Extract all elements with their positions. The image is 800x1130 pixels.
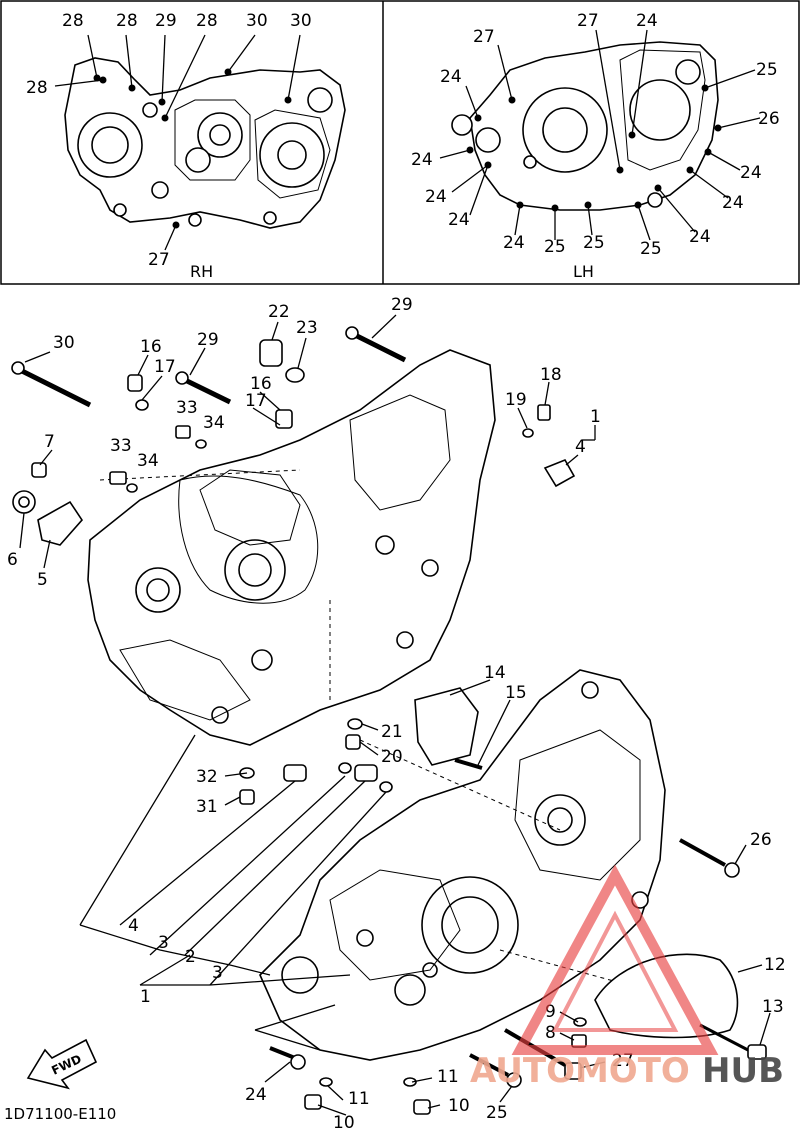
lh-callout: 24 bbox=[440, 67, 462, 87]
callout: 31 bbox=[196, 797, 218, 817]
callout: 13 bbox=[762, 997, 784, 1017]
callout: 29 bbox=[197, 330, 219, 350]
lh-callout: 24 bbox=[740, 163, 762, 183]
leader-lines bbox=[19, 314, 771, 1116]
rh-callout: 27 bbox=[148, 250, 170, 270]
callout: 4 bbox=[575, 437, 586, 457]
callout: 16 bbox=[140, 337, 162, 357]
rh-crankcase-drawing bbox=[54, 34, 346, 251]
callout: 10 bbox=[448, 1096, 470, 1116]
callout: 30 bbox=[53, 333, 75, 353]
callout: 32 bbox=[196, 767, 218, 787]
callout: 15 bbox=[505, 683, 527, 703]
lh-callout: 25 bbox=[756, 60, 778, 80]
lh-callout: 25 bbox=[640, 239, 662, 259]
callout: 3 bbox=[212, 963, 223, 983]
rh-callout: 29 bbox=[155, 11, 177, 31]
callout: 11 bbox=[348, 1089, 370, 1109]
callout: 10 bbox=[333, 1113, 355, 1130]
callout: 7 bbox=[44, 432, 55, 452]
lh-callout: 24 bbox=[689, 227, 711, 247]
callout: 1 bbox=[140, 987, 151, 1007]
watermark-text-hub: HUB bbox=[702, 1051, 784, 1091]
watermark-text-auto: AUTOMOTO bbox=[470, 1051, 690, 1091]
lh-callout: 26 bbox=[758, 109, 780, 129]
rh-callout: 30 bbox=[246, 11, 268, 31]
callout: 29 bbox=[391, 295, 413, 315]
lh-callout: 24 bbox=[503, 233, 525, 253]
callout: 17 bbox=[245, 391, 267, 411]
callout: 9 bbox=[545, 1002, 556, 1022]
lh-caption: LH bbox=[573, 262, 594, 281]
diagram-code: 1D71100-E110 bbox=[4, 1105, 116, 1123]
callout: 26 bbox=[750, 830, 772, 850]
rh-caption: RH bbox=[190, 262, 213, 281]
callout: 24 bbox=[245, 1085, 267, 1105]
fwd-arrow-icon: FWD bbox=[26, 1038, 98, 1090]
callout: 16 bbox=[250, 374, 272, 394]
callout: 34 bbox=[203, 413, 225, 433]
rh-callout: 28 bbox=[116, 11, 138, 31]
fasteners bbox=[11, 326, 767, 1115]
rh-callout: 28 bbox=[196, 11, 218, 31]
callout: 14 bbox=[484, 663, 506, 683]
watermark-logo: AUTOMOTO HUB bbox=[470, 864, 784, 1091]
callout: 33 bbox=[110, 436, 132, 456]
callout: 3 bbox=[158, 933, 169, 953]
lh-callout: 27 bbox=[473, 27, 495, 47]
callout: 11 bbox=[437, 1067, 459, 1087]
callout: 19 bbox=[505, 390, 527, 410]
lh-callout: 24 bbox=[425, 187, 447, 207]
lh-callout: 25 bbox=[544, 237, 566, 257]
rh-callout: 28 bbox=[26, 78, 48, 98]
right-crankcase-half bbox=[87, 349, 496, 746]
lh-callout: 27 bbox=[577, 11, 599, 31]
lh-callout: 24 bbox=[636, 11, 658, 31]
callout: 6 bbox=[7, 550, 18, 570]
callout: 5 bbox=[37, 570, 48, 590]
lh-callout: 24 bbox=[411, 150, 433, 170]
lh-callout: 24 bbox=[448, 210, 470, 230]
callout: 22 bbox=[268, 302, 290, 322]
crankcase-cover-12 bbox=[594, 953, 739, 1039]
callout: 23 bbox=[296, 318, 318, 338]
callout: 25 bbox=[486, 1103, 508, 1123]
callout: 33 bbox=[176, 398, 198, 418]
callout: 2 bbox=[185, 947, 196, 967]
lh-crankcase-drawing bbox=[439, 29, 761, 241]
gasket-plate-14 bbox=[414, 687, 479, 766]
lh-callout: 24 bbox=[722, 193, 744, 213]
inset-frame bbox=[0, 0, 800, 285]
callout: 12 bbox=[764, 955, 786, 975]
rh-callout: 28 bbox=[62, 11, 84, 31]
rh-callout: 30 bbox=[290, 11, 312, 31]
callout: 17 bbox=[154, 357, 176, 377]
callout: 27 bbox=[612, 1051, 634, 1071]
callout: 21 bbox=[381, 722, 403, 742]
callout: 1 bbox=[590, 407, 601, 427]
callout: 34 bbox=[137, 451, 159, 471]
callout: 8 bbox=[545, 1023, 556, 1043]
callout: 4 bbox=[128, 916, 139, 936]
callout: 18 bbox=[540, 365, 562, 385]
lh-callout: 25 bbox=[583, 233, 605, 253]
callout: 20 bbox=[381, 747, 403, 767]
